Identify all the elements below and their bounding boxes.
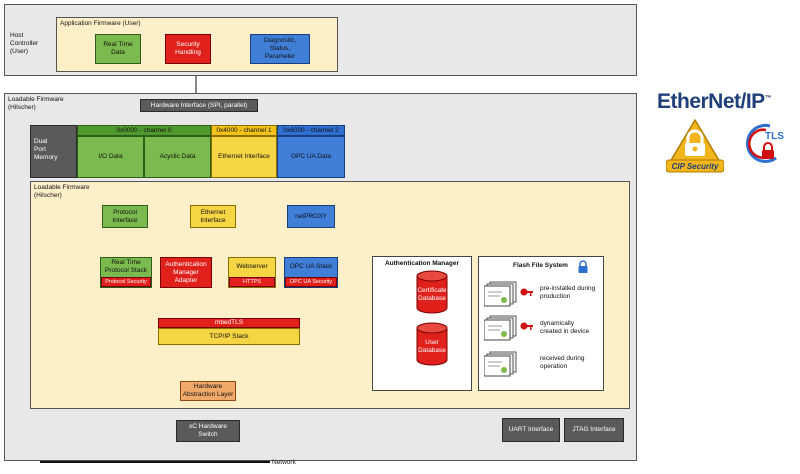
security-handling-block: Security Handling [165,34,211,64]
flash-file-system-title: Flash File System [513,262,568,269]
tls-logo [746,123,777,163]
webserver-label: Webserver [236,263,268,270]
cip-security-logo [666,119,724,173]
channel0-header: 0x0000 - channel 0 [77,125,211,136]
lock-icon [578,260,588,273]
ethernetip-tm: ™ [764,95,772,102]
user-database-label: User Database [418,339,446,354]
ethernetip-logo: EtherNet/IP™ [657,90,772,114]
certificate-database-icon [416,270,448,314]
flash-item-1: pre-installed during production [540,285,596,300]
cip-security-label: CIP Security [671,161,719,171]
real-time-data-block: Real Time Data [95,34,141,64]
certificate-database-label: Certificate Database [417,287,447,302]
https-bar: HTTPS [229,277,275,287]
rt-stack-label: Real Time Protocol Stack [105,259,147,274]
opcua-security-bar: OPC UA Security [285,277,337,287]
dpm-label: Dual Port Memory [34,138,58,161]
channel1-header: 0x4000 - channel 1 [211,125,277,136]
ethernet-interface-block: Ethernet Interface [190,205,236,228]
ethernet-interface-dpm-block: Ethernet Interface [211,136,277,178]
certificate-icon-1 [484,281,517,307]
host-controller-label: Host Controller (User) [10,32,39,55]
network-label: Network [272,459,296,466]
mbedtls-bar: mbedTLS [158,318,300,328]
xc-hardware-switch-block: xC Hardware Switch [176,420,240,442]
dpm-block [30,125,77,178]
hardware-interface-block: Hardware Interface (SPI, parallel) [140,99,258,112]
key-icon-2 [520,322,533,330]
flash-item-3: received during operation [540,355,585,370]
acyclic-data-block: Acyclic Data [144,136,211,178]
opcua-stack-label: OPC UA Stack [289,263,333,270]
application-firmware-label: Application Firmware (User) [60,20,141,27]
opcua-data-block: OPC UA Data [277,136,345,178]
auth-manager-title: Authentication Manager [384,260,460,267]
auth-adapter-block: Authentication Manager Adapter [160,257,212,288]
ethernetip-logo-text: EtherNet/IP [657,90,765,113]
netproxy-block: netPROXY [287,205,335,228]
key-icon-1 [520,288,533,296]
jtag-interface-block: JTAG Interface [564,418,624,442]
io-data-block: I/O Data [77,136,144,178]
loadable-firmware-inner-label: Loadable Firmware (Hilscher) [34,184,90,199]
loadable-firmware-outer-label: Loadable Firmware (Hilscher) [8,96,64,111]
user-database-icon [416,322,448,366]
certificate-icon-3 [484,351,517,377]
flash-item-2: dynamically created in device [540,320,590,335]
protocol-security-bar: Protocol Security [101,277,151,287]
uart-interface-block: UART Interface [502,418,560,442]
tls-label: TLS [765,131,784,142]
hal-block: Hardware Abstraction Layer [180,381,236,401]
channel2-header: 0x6000 - channel 2 [277,125,345,136]
protocol-interface-block: Protocol Interface [102,205,148,228]
tcpip-stack-block: TCP/IP Stack [158,328,300,345]
certificate-icon-2 [484,315,517,341]
diagnostic-block: Diagnostic, Status, Parameter [250,34,310,64]
